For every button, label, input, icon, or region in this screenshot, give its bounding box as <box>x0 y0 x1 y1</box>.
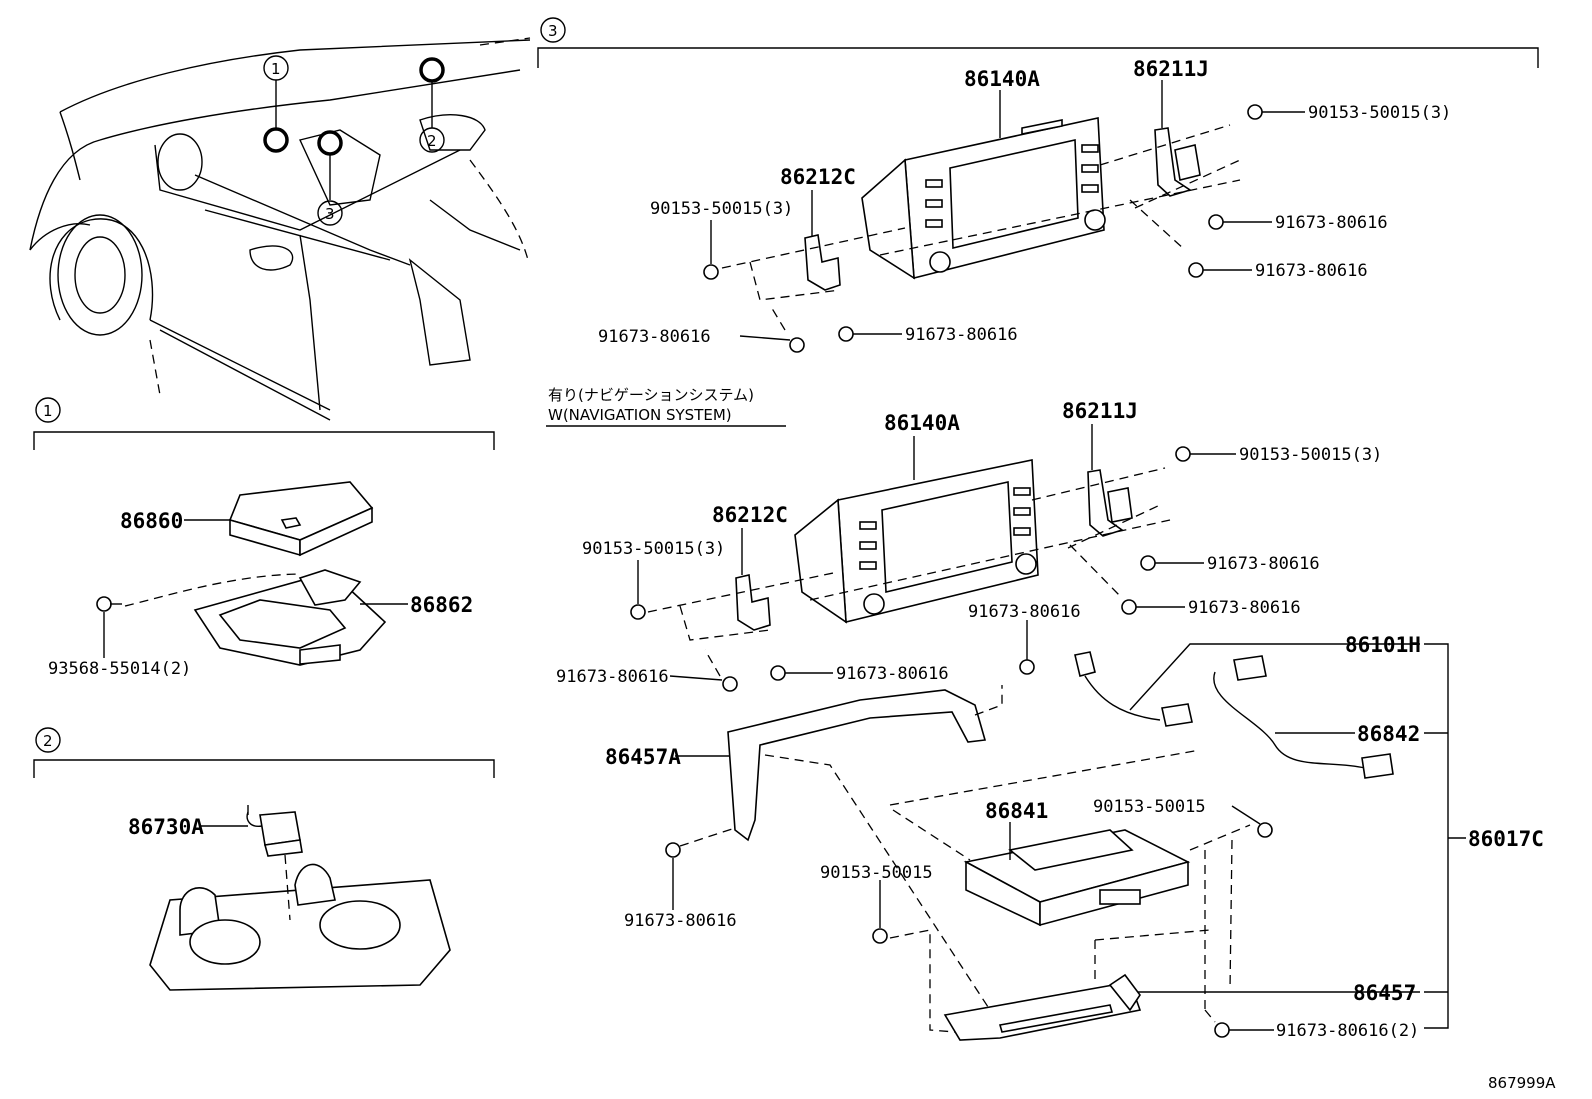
label-86860: 86860 <box>120 509 183 533</box>
label-91673-80616-2: 91673-80616(2) <box>1276 1021 1419 1041</box>
highlight-location-2 <box>419 57 445 83</box>
label-86101H: 86101H <box>1345 633 1421 657</box>
label-86140A-nav: 86140A <box>884 411 960 435</box>
label-90153-50015-right: 90153-50015 <box>1093 797 1206 817</box>
label-91673-80616-nav-r2: 91673-80616 <box>1188 598 1301 618</box>
overview-highlight-circles <box>263 57 445 156</box>
label-86211J-nav: 86211J <box>1062 399 1138 423</box>
overhead-console-drawing <box>149 863 451 991</box>
label-90153-50015-left: 90153-50015 <box>820 863 933 883</box>
label-86457A: 86457A <box>605 745 681 769</box>
label-86140A-top: 86140A <box>964 67 1040 91</box>
antenna-cord-drawing <box>1074 651 1193 727</box>
section-2: 2 86730A <box>33 727 495 991</box>
bolt-icon <box>838 326 854 342</box>
label-91673-80616-nav-l2: 91673-80616 <box>836 664 949 684</box>
nav-note-japanese: 有り(ナビゲーションシステム) <box>548 386 754 404</box>
mounting-bracket-86457A-drawing <box>727 689 987 842</box>
label-91673-80616-nav-l1: 91673-80616 <box>556 667 669 687</box>
label-90153-50015-3-top-left: 90153-50015(3) <box>650 199 793 219</box>
overview-callouts: 1 2 3 <box>263 55 445 226</box>
bolt-icon <box>872 928 888 944</box>
label-86457: 86457 <box>1353 981 1416 1005</box>
label-91673-80616-top-r2: 91673-80616 <box>1255 261 1368 281</box>
microphone-drawing <box>246 805 303 857</box>
label-91673-80616-nav-upper: 91673-80616 <box>968 602 1081 622</box>
section-3-marker: 3 <box>548 22 558 40</box>
label-86211J-top: 86211J <box>1133 57 1209 81</box>
bolt-icon <box>1188 262 1204 278</box>
bolt-icon <box>703 264 719 280</box>
bolt-icon <box>630 604 646 620</box>
label-91673-80616-nav-lower: 91673-80616 <box>624 911 737 931</box>
label-91673-80616-top-l2: 91673-80616 <box>905 325 1018 345</box>
section-1-marker: 1 <box>43 402 53 420</box>
bolt-icon <box>96 596 122 612</box>
overview-callout-1: 1 <box>271 60 281 78</box>
right-bracket-drawing <box>1154 127 1201 197</box>
section-2-marker: 2 <box>43 732 53 750</box>
section-3-navigation-assembly: 86140A 86211J 86212C 90153-50015(3) 9015… <box>556 399 1544 1041</box>
bolt-icon <box>789 337 805 353</box>
label-93568-55014-2: 93568-55014(2) <box>48 659 191 679</box>
label-86212C-top: 86212C <box>780 165 856 189</box>
label-91673-80616-nav-r1: 91673-80616 <box>1207 554 1320 574</box>
navigation-system-note: 有り(ナビゲーションシステム) W(NAVIGATION SYSTEM) <box>546 386 786 427</box>
usb-cable-drawing <box>1213 655 1394 779</box>
highlight-location-1 <box>263 127 289 153</box>
label-86017C: 86017C <box>1468 827 1544 851</box>
overview-callout-2: 2 <box>427 132 437 150</box>
bolt-icon <box>1247 104 1263 120</box>
left-bracket-drawing <box>804 234 841 291</box>
airbag-bracket-drawing <box>193 569 387 666</box>
vehicle-overview-illustration <box>29 37 531 421</box>
bolt-icon <box>722 676 738 692</box>
bolt-icon <box>1175 446 1191 462</box>
bolt-icon <box>770 665 786 681</box>
nav-head-unit-display-drawing <box>794 459 1039 624</box>
nav-note-english: W(NAVIGATION SYSTEM) <box>548 406 732 424</box>
label-86841: 86841 <box>985 799 1048 823</box>
head-unit-display-drawing <box>861 117 1106 280</box>
bolt-icon <box>665 842 681 858</box>
label-86842: 86842 <box>1357 722 1420 746</box>
mounting-bracket-86457-drawing <box>943 973 1142 1041</box>
section-1: 1 86860 86862 93568-55014(2) <box>33 397 495 679</box>
label-86212C-nav: 86212C <box>712 503 788 527</box>
bolt-icon <box>1214 1022 1230 1038</box>
label-86862: 86862 <box>410 593 473 617</box>
bolt-icon <box>1140 555 1156 571</box>
label-90153-50015-3-nav-right: 90153-50015(3) <box>1239 445 1382 465</box>
diagram-id: 867999A <box>1488 1074 1556 1092</box>
nav-left-bracket-drawing <box>735 574 771 631</box>
label-91673-80616-top-r1: 91673-80616 <box>1275 213 1388 233</box>
section-3-head-unit-assembly: 86140A 86211J 86212C 90153-50015(3) 9015… <box>598 57 1451 353</box>
highlight-location-3 <box>317 130 343 156</box>
label-86730A: 86730A <box>128 815 204 839</box>
label-90153-50015-3-nav-left: 90153-50015(3) <box>582 539 725 559</box>
nav-right-bracket-drawing <box>1087 469 1133 537</box>
overview-callout-3: 3 <box>325 205 335 223</box>
bolt-icon <box>1208 214 1224 230</box>
airbag-sensor-unit-drawing <box>228 481 374 557</box>
navigation-receiver-module-drawing <box>963 829 1191 927</box>
bolt-icon <box>1257 822 1273 838</box>
label-90153-50015-3-top-right: 90153-50015(3) <box>1308 103 1451 123</box>
section-3: 3 <box>537 17 1539 68</box>
bolt-icon <box>1019 659 1035 675</box>
bolt-icon <box>1121 599 1137 615</box>
label-91673-80616-top-l1: 91673-80616 <box>598 327 711 347</box>
